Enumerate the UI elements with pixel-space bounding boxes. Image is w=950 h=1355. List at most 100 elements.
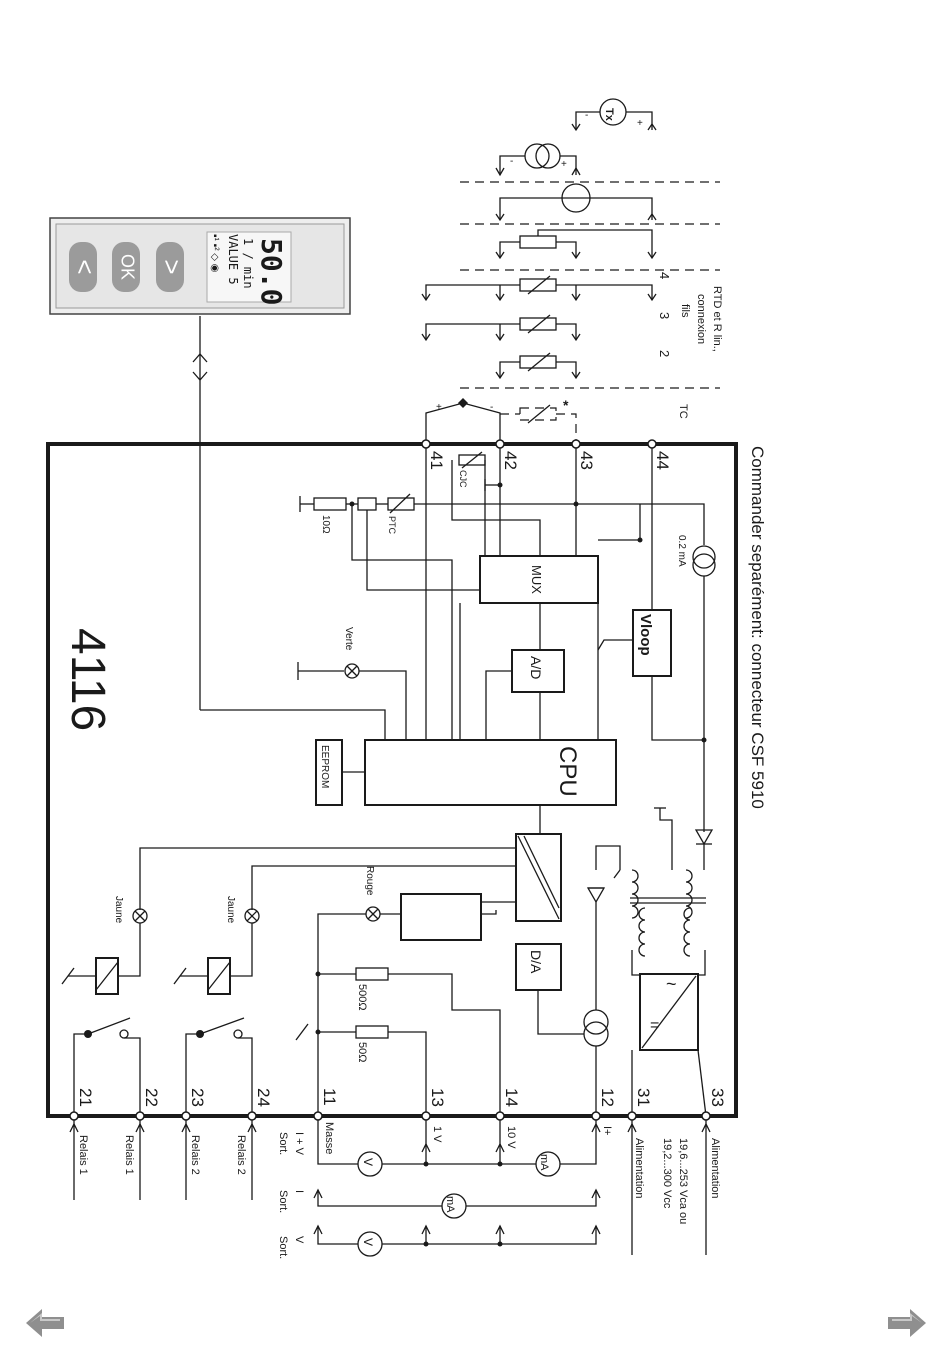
meter-v1-label: V [361, 1158, 375, 1166]
button-ok-label: OK [117, 254, 137, 280]
mux-label: MUX [529, 565, 544, 594]
label-sort2: Sort. [277, 1190, 289, 1213]
terminal-24: 24 [254, 1088, 273, 1107]
cpu-block: CPU [364, 739, 617, 806]
cpu-label: CPU [554, 746, 581, 797]
wire2-label: 2 [657, 350, 672, 357]
tc-label: TC [677, 404, 689, 419]
cjc-label: CJC [458, 470, 468, 488]
tx-plus: + [637, 118, 643, 129]
device-enclosure [46, 442, 738, 1118]
terminal-11: 11 [320, 1088, 339, 1106]
potentiometer-input [495, 229, 657, 260]
button-right-label: > [157, 259, 187, 274]
next-page-arrow-icon[interactable] [884, 1307, 928, 1339]
ad-block: A/D [511, 649, 565, 693]
label-iplus: I+ [601, 1126, 613, 1135]
label-alim-range1: 19,6...253 Vca ou [677, 1138, 689, 1224]
label-alim1: Alimentation [633, 1138, 645, 1199]
label-relais2a: Relais 2 [189, 1135, 201, 1175]
button-ok[interactable]: OK [112, 242, 140, 292]
wire4-label: 4 [657, 272, 672, 279]
display-icons: ▪¹ ▪² ◇ ◉ [209, 234, 220, 273]
cs-minus: - [510, 156, 513, 167]
label-relais1b: Relais 1 [123, 1135, 135, 1175]
label-10v: 10 V [505, 1126, 517, 1149]
bottom-labels: Relais 1 Relais 1 Relais 2 Relais 2 Mass… [77, 1122, 721, 1259]
led-green-label: Verte [343, 627, 354, 651]
led-yellow1-label: Jaune [113, 896, 124, 924]
vloop-label: Vloop [637, 614, 654, 656]
ptc-label: PTC [387, 516, 397, 535]
tx-label: Tx [603, 108, 615, 122]
ad-label: A/D [528, 656, 544, 679]
button-left[interactable]: < [69, 242, 100, 292]
button-right[interactable]: > [156, 242, 187, 292]
dc-symbol: = [650, 1017, 659, 1034]
output-terminals: 21 22 23 24 11 13 14 12 31 33 [69, 1088, 727, 1121]
terminal-21: 21 [76, 1088, 95, 1107]
rtd-label-1: RTD et R lin., [711, 286, 723, 352]
eeprom-label: EEPROM [319, 745, 330, 788]
button-left-label: < [70, 259, 100, 274]
rtd-2wire-input: 2 [495, 350, 672, 380]
connector-note: Commander separément: connecteur CSF 591… [748, 446, 767, 809]
label-alim2: Alimentation [709, 1138, 721, 1199]
cs-plus: + [561, 159, 567, 170]
terminal-31: 31 [634, 1088, 653, 1107]
bus-wiring: Verte [297, 603, 707, 834]
meter-v2-label: V [361, 1238, 375, 1246]
label-sort1: Sort. [277, 1132, 289, 1155]
label-v: V [293, 1236, 305, 1244]
label-i: I [293, 1190, 305, 1193]
external-wiring: V mA mA V [69, 1120, 711, 1257]
ac-symbol: ~ [666, 974, 677, 994]
label-1v: 1 V [431, 1126, 443, 1143]
device-model: 4116 [61, 628, 114, 731]
isolator-block [515, 833, 562, 922]
current-source-label: 0.2 mA [676, 535, 687, 567]
terminal-22: 22 [142, 1088, 161, 1107]
thermocouple-input: + - * TC [425, 397, 689, 440]
terminal-12: 12 [598, 1088, 617, 1107]
input-wiring: CJC 10Ω PTC 0.2 mA [299, 448, 716, 832]
power-path [537, 807, 714, 1117]
label-relais2b: Relais 2 [235, 1135, 247, 1175]
tx-minus: - [585, 110, 588, 121]
driver-block [400, 893, 482, 941]
rtd-label-3: fils [679, 304, 691, 318]
terminal-42: 42 [501, 451, 520, 470]
r50-label: 50Ω [356, 1042, 368, 1062]
mux-block: MUX [479, 555, 599, 604]
input-terminals: 41 42 43 44 [421, 439, 672, 470]
terminal-14: 14 [502, 1088, 521, 1107]
current-source-input: - + [495, 143, 581, 177]
led-red-label: Rouge [364, 866, 375, 896]
output-wiring: Rouge Jaune Jaune 500Ω [61, 847, 516, 1116]
terminal-43: 43 [577, 451, 596, 470]
terminal-23: 23 [188, 1088, 207, 1107]
vloop-block: Vloop [632, 609, 672, 677]
display-value: 50.0 [255, 238, 288, 305]
tx-transmitter: Tx - + [571, 98, 657, 132]
panel-link [192, 316, 386, 740]
label-relais1a: Relais 1 [77, 1135, 89, 1175]
tc-plus: + [436, 402, 442, 413]
terminal-33: 33 [708, 1088, 727, 1107]
prev-page-arrow-icon[interactable] [24, 1307, 68, 1339]
led-yellow2-label: Jaune [225, 896, 236, 924]
tc-asterisk: * [563, 397, 569, 413]
voltage-source-input [495, 183, 657, 222]
eeprom-block: EEPROM [315, 739, 343, 806]
label-sort3: Sort. [277, 1236, 289, 1259]
label-alim-range2: 19,2...300 Vcc [661, 1138, 673, 1209]
rtd-4wire-input: 4 [421, 272, 672, 302]
terminal-44: 44 [653, 451, 672, 470]
terminal-41: 41 [427, 451, 446, 470]
power-converter: ~ = [639, 973, 699, 1051]
rtd-label-2: connexion [695, 294, 707, 344]
meter-ma2-label: mA [444, 1196, 456, 1213]
wire3-label: 3 [657, 312, 672, 319]
r10-label: 10Ω [320, 515, 331, 534]
